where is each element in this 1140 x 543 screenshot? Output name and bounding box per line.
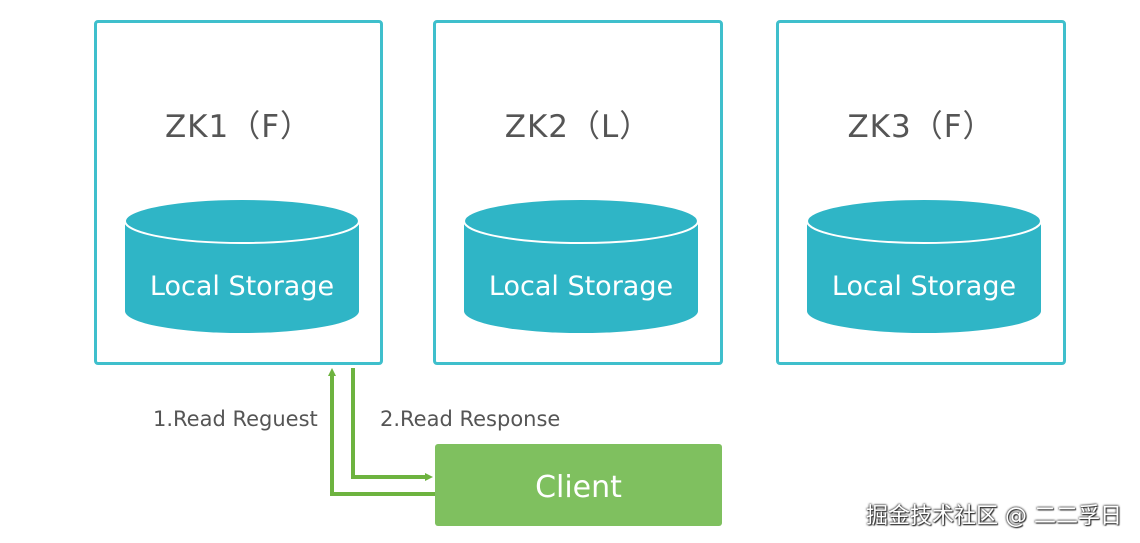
local-storage-cylinder: Local Storage [125, 199, 359, 333]
watermark: 掘金技术社区 @ 二二孚日 [866, 504, 1122, 529]
storage-label: Local Storage [488, 271, 674, 302]
storage-label: Local Storage [149, 271, 335, 302]
client-label: Client [535, 470, 622, 505]
server-title: ZK1（F） [164, 109, 313, 145]
local-storage-cylinder: Local Storage [464, 199, 698, 333]
client-box: Client [435, 444, 722, 526]
server-box-zk3: ZK3（F） Local Storage [776, 20, 1066, 365]
storage-label: Local Storage [831, 271, 1017, 302]
local-storage-cylinder: Local Storage [807, 199, 1041, 333]
server-box-zk2: ZK2（L） Local Storage [433, 20, 723, 365]
server-box-zk1: ZK1（F） Local Storage [94, 20, 383, 365]
read-request-label: 1.Read Reguest [153, 407, 318, 431]
read-request-arrow [328, 368, 435, 496]
database-cylinder-icon [464, 199, 698, 333]
database-cylinder-icon [125, 199, 359, 333]
server-title: ZK2（L） [504, 109, 652, 145]
read-response-arrow [351, 368, 433, 481]
server-title: ZK3（F） [847, 109, 995, 145]
database-cylinder-icon [807, 199, 1041, 333]
read-response-label: 2.Read Response [380, 407, 561, 431]
